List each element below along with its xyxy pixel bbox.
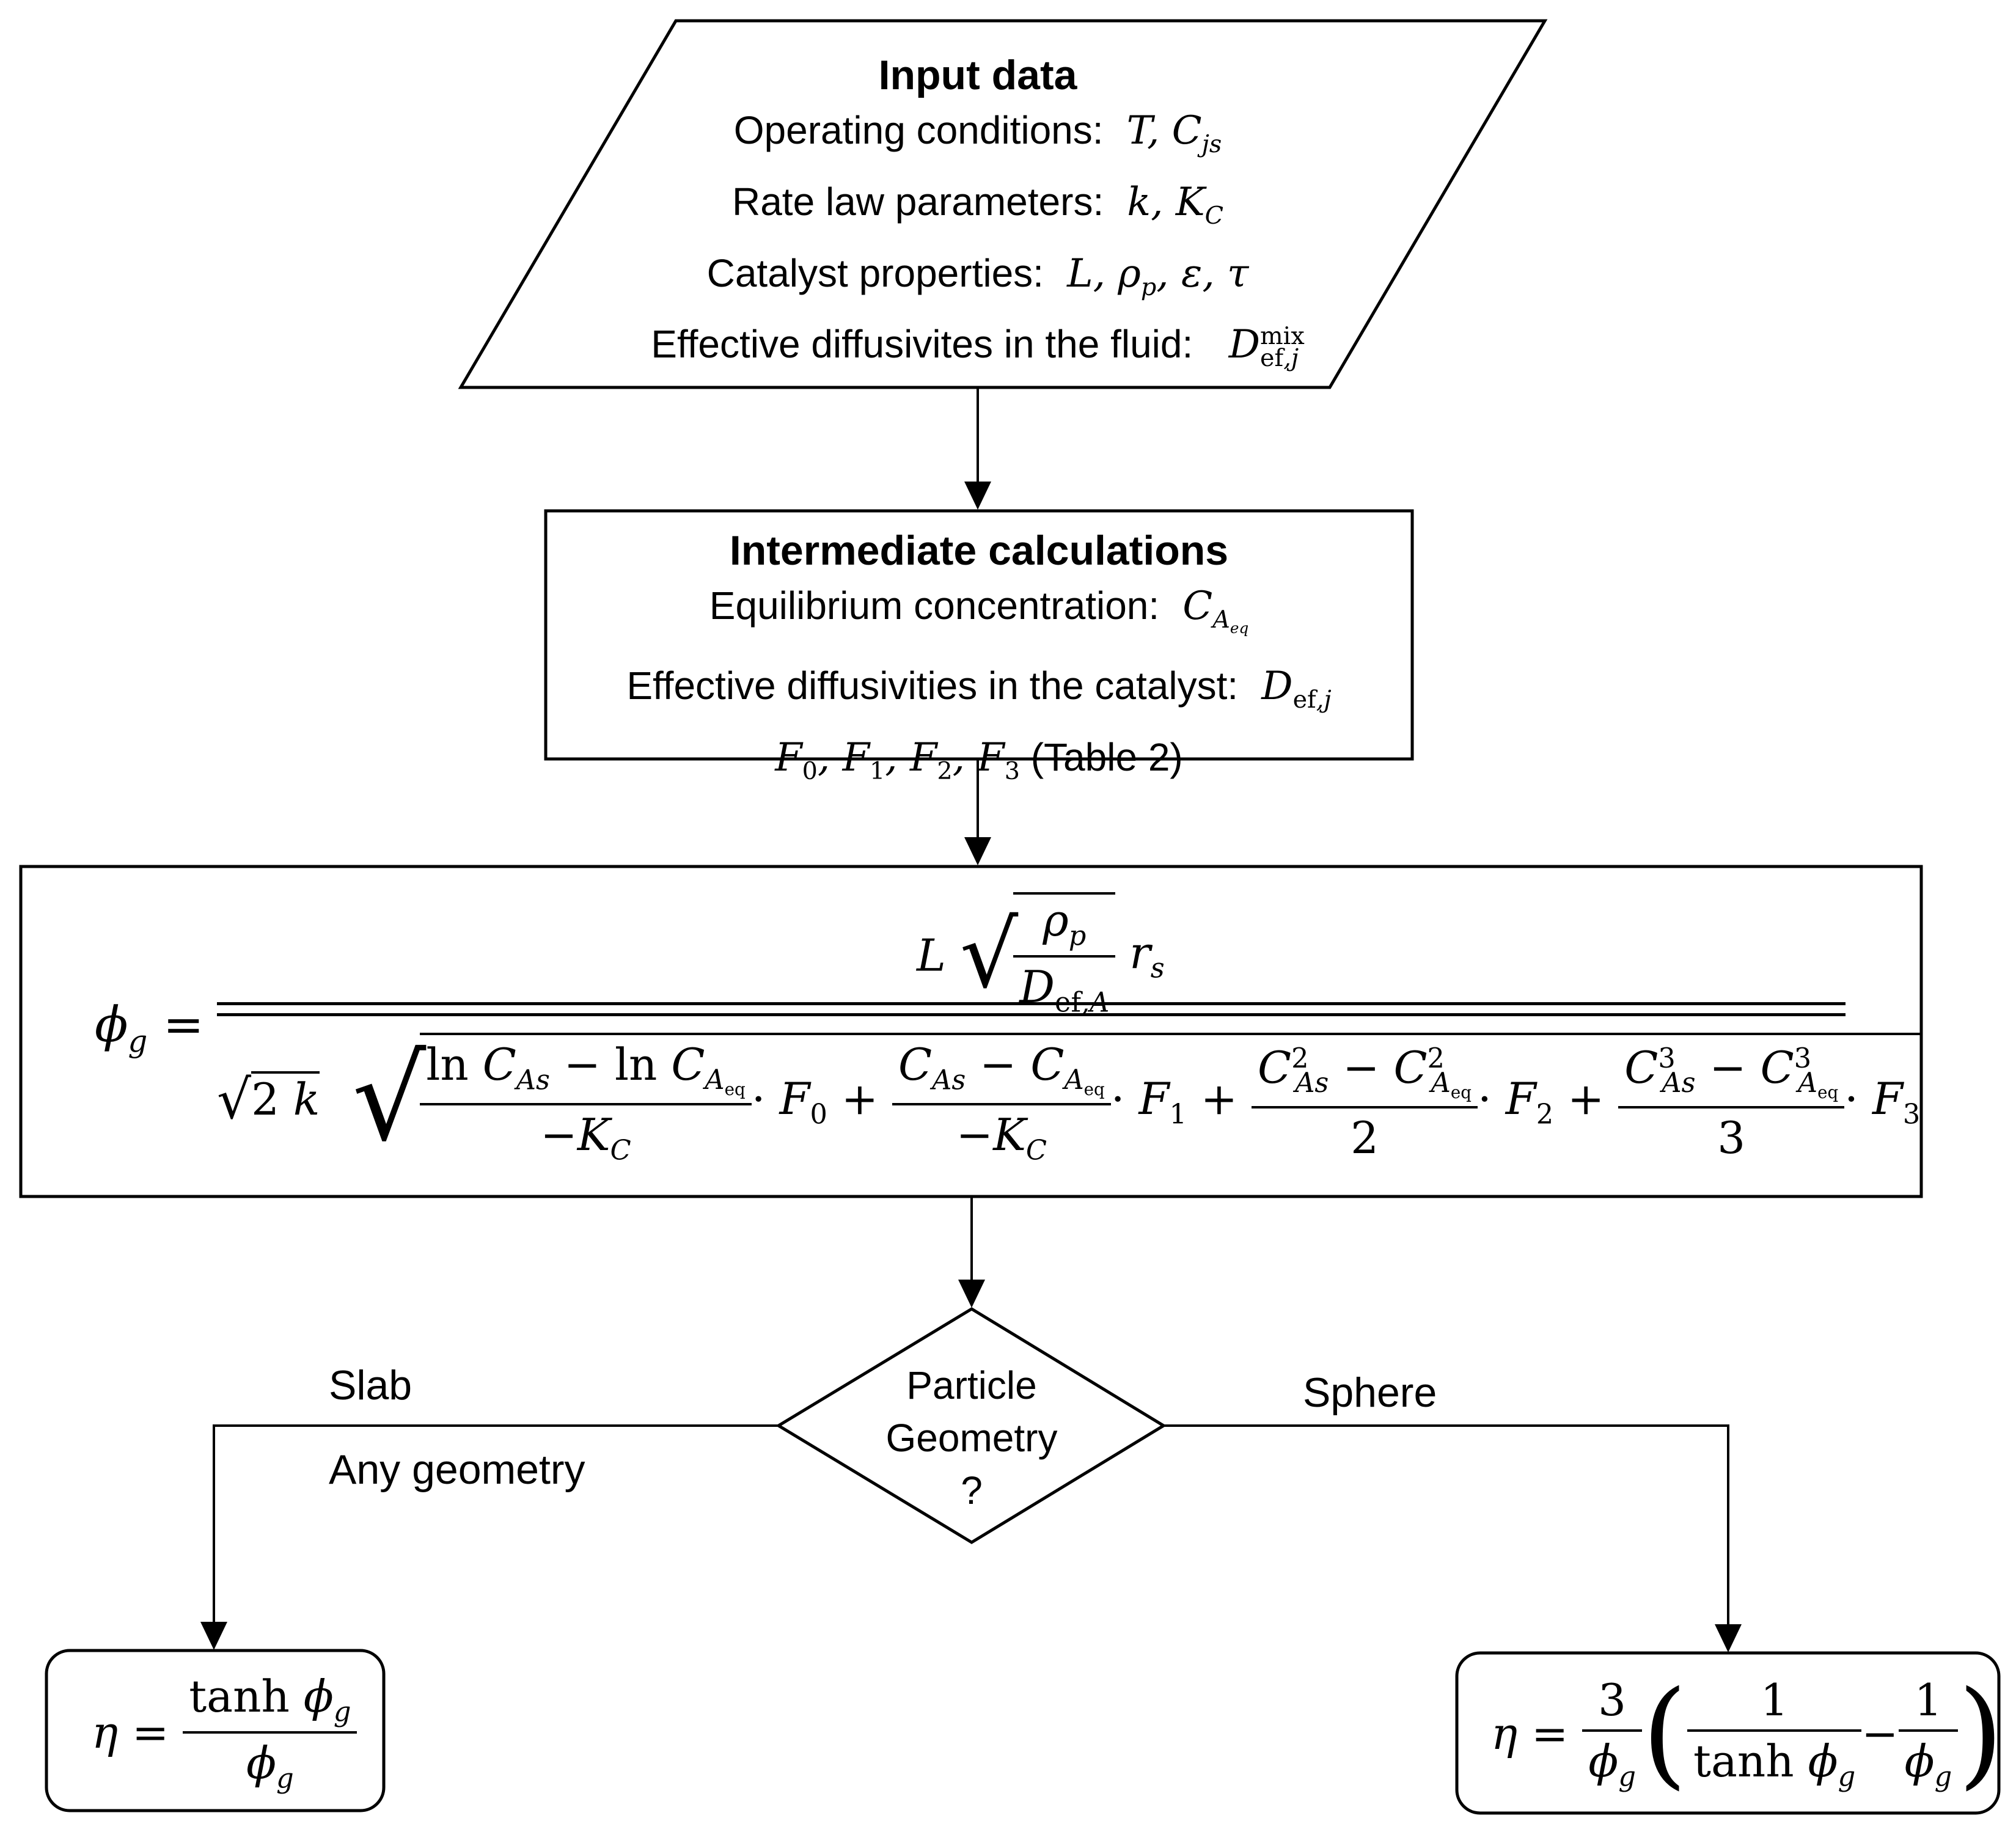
equation-main-bar — [217, 1002, 1846, 1005]
equation-lhs: ϕg = — [95, 996, 204, 1059]
input-line-rate-law: Rate law parameters: k, KC — [550, 173, 1406, 244]
intermediate-line-equilibrium: Equilibrium concentration: CAeq — [546, 577, 1412, 657]
arrowhead-sphere — [1715, 1624, 1742, 1652]
input-title: Input data — [878, 52, 1077, 98]
arrowhead-slab — [200, 1622, 227, 1650]
decision-line-3: ? — [961, 1468, 983, 1512]
connector-sphere-branch — [1164, 1424, 1729, 1625]
input-parallelogram — [458, 19, 1548, 389]
catalyst-diffusivities-label: Effective diffusivities in the catalyst: — [626, 663, 1239, 708]
decision-content: Particle Geometry ? — [849, 1359, 1094, 1517]
rate-law-vars: k, KC — [1115, 179, 1223, 230]
f-params-vars: F0, F1, F2, F3 — [775, 735, 1020, 785]
equilibrium-vars: CAeq — [1170, 584, 1249, 637]
equilibrium-label: Equilibrium concentration: — [709, 584, 1160, 628]
branch-label-slab: Slab — [329, 1362, 412, 1409]
decision-line-1: Particle — [906, 1363, 1037, 1407]
catalyst-properties-label: Catalyst properties: — [706, 251, 1044, 295]
decision-line-2: Geometry — [885, 1416, 1058, 1460]
intermediate-line-f-params: F0, F1, F2, F3 (Table 2) — [546, 728, 1412, 800]
fluid-diffusivities-label: Effective diffusivites in the fluid: — [651, 322, 1193, 367]
table-reference: (Table 2) — [1030, 735, 1183, 779]
equation-denominator: √2 k √ ln CAs − ln CAeq−KC· F0 + CAs − C… — [217, 1031, 1921, 1167]
intermediate-box — [544, 509, 1414, 761]
operating-conditions-label: Operating conditions: — [733, 108, 1104, 152]
intermediate-title: Intermediate calculations — [729, 527, 1229, 574]
operating-conditions-vars: T, Cjs — [1114, 108, 1222, 158]
input-content: Input data Operating conditions: T, Cjs … — [550, 49, 1406, 373]
branch-label-any-geometry: Any geometry — [329, 1446, 585, 1493]
arrowhead-1 — [964, 482, 991, 510]
intermediate-content: Intermediate calculations Equilibrium co… — [546, 524, 1412, 799]
catalyst-properties-vars: L, ρp, ε, τ — [1054, 251, 1249, 301]
catalyst-diffusivities-vars: Def,j — [1248, 663, 1332, 714]
decision-diamond — [775, 1307, 1167, 1544]
branch-label-sphere: Sphere — [1303, 1369, 1437, 1416]
arrowhead-2 — [964, 837, 991, 865]
intermediate-line-diffusivities: Effective diffusivities in the catalyst:… — [546, 657, 1412, 728]
input-line-catalyst: Catalyst properties: L, ρp, ε, τ — [550, 244, 1406, 316]
connector-slab-branch — [213, 1424, 779, 1623]
arrowhead-3 — [958, 1280, 985, 1308]
equation-main-bar-2 — [217, 1013, 1846, 1016]
sphere-output-box — [1455, 1651, 2001, 1815]
slab-output-box — [45, 1649, 386, 1812]
input-line-operating: Operating conditions: T, Cjs — [550, 101, 1406, 173]
rate-law-label: Rate law parameters: — [731, 179, 1104, 224]
